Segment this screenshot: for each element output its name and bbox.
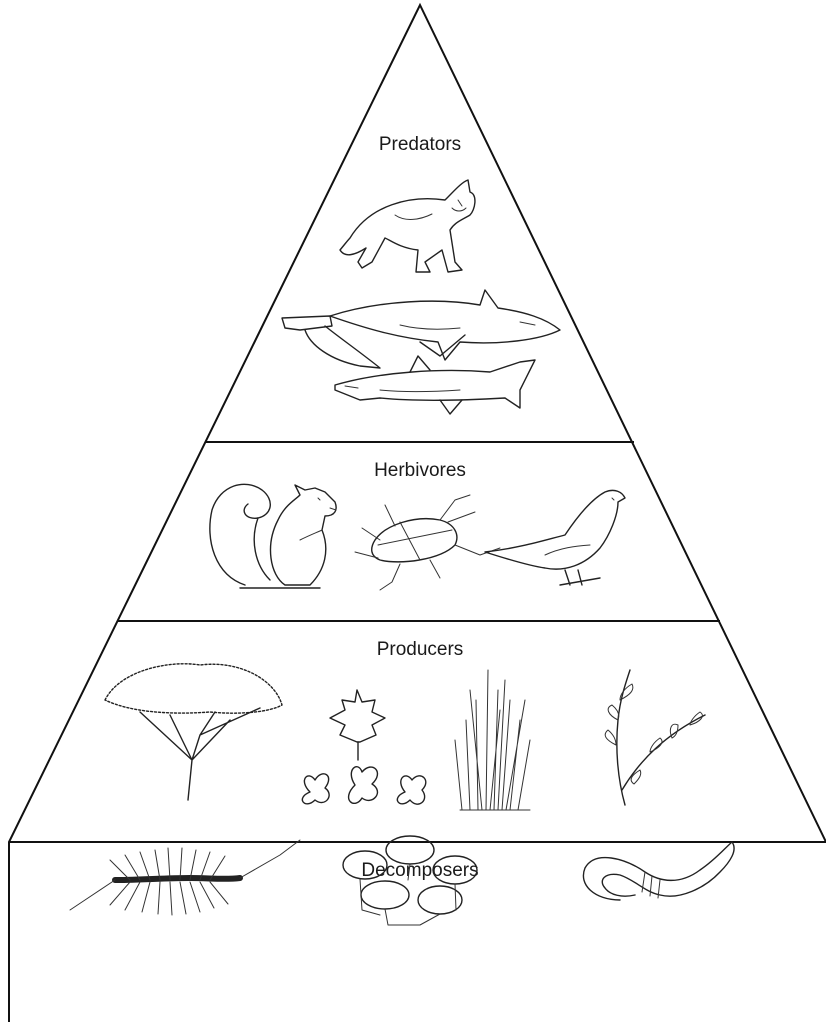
squirrel-icon	[210, 484, 336, 588]
grass-icon	[455, 670, 530, 810]
worm-icon	[583, 842, 734, 900]
leaf-flower-icon	[302, 690, 425, 804]
shark-icon	[282, 290, 560, 414]
bird-icon	[485, 490, 625, 585]
tree-icon	[105, 664, 282, 800]
wolf-icon	[340, 180, 475, 272]
plant-icon	[605, 670, 705, 805]
level-label-predators: Predators	[379, 134, 461, 155]
beetle-icon	[355, 495, 500, 590]
centipede-icon	[70, 840, 300, 915]
level-label-herbivores: Herbivores	[374, 460, 466, 481]
level-label-producers: Producers	[377, 639, 464, 660]
